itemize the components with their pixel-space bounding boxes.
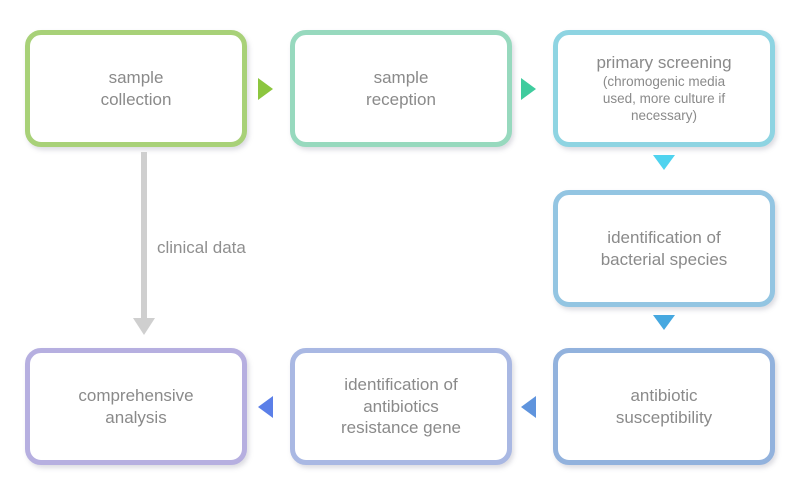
arrow-right-icon-reception-to-screening xyxy=(521,78,536,100)
node-label-line: sample xyxy=(373,67,429,87)
node-identification-of-bacterial-species[interactable]: identification of bacterial species xyxy=(553,190,775,307)
node-label-line: collection xyxy=(100,89,172,109)
node-antibiotic-susceptibility[interactable]: antibiotic susceptibility xyxy=(553,348,775,465)
arrow-right-icon-collection-to-reception xyxy=(258,78,273,100)
node-label-line: bacterial species xyxy=(600,249,728,269)
node-sample-reception[interactable]: sample reception xyxy=(290,30,512,147)
clinical-data-connector xyxy=(133,152,155,342)
node-label-line: primary screening xyxy=(596,53,732,73)
node-primary-screening[interactable]: primary screening (chromogenic media use… xyxy=(553,30,775,147)
node-label-line: analysis xyxy=(105,407,167,427)
node-comprehensive-analysis[interactable]: comprehensive analysis xyxy=(25,348,247,465)
arrow-left-icon-susceptibility-to-resistance-gene xyxy=(521,396,536,418)
node-label-line: antibiotics xyxy=(363,396,439,416)
arrow-down-icon-screening-to-identification xyxy=(653,155,675,170)
node-label-line: comprehensive xyxy=(78,385,194,405)
node-label-line: sample xyxy=(108,67,164,87)
node-sublabel-line: necessary) xyxy=(630,107,698,123)
clinical-data-label: clinical data xyxy=(157,238,246,257)
arrow-down-icon-identification-to-susceptibility xyxy=(653,315,675,330)
node-label-line: resistance gene xyxy=(340,418,462,438)
node-sublabel-line: (chromogenic media xyxy=(602,74,726,90)
node-label-line: antibiotic xyxy=(630,385,698,405)
node-label-line: reception xyxy=(366,89,436,109)
node-label-line: susceptibility xyxy=(615,407,713,427)
node-identification-of-antibiotics-resistance-gene[interactable]: identification of antibiotics resistance… xyxy=(290,348,512,465)
connector-shaft xyxy=(141,152,147,320)
node-sublabel-line: used, more culture if xyxy=(602,90,726,106)
node-label-line: identification of xyxy=(607,227,721,247)
node-sample-collection[interactable]: sample collection xyxy=(25,30,247,147)
arrow-left-icon-resistance-gene-to-analysis xyxy=(258,396,273,418)
arrow-down-icon-clinical-data xyxy=(133,318,155,335)
node-label-line: identification of xyxy=(344,374,458,394)
